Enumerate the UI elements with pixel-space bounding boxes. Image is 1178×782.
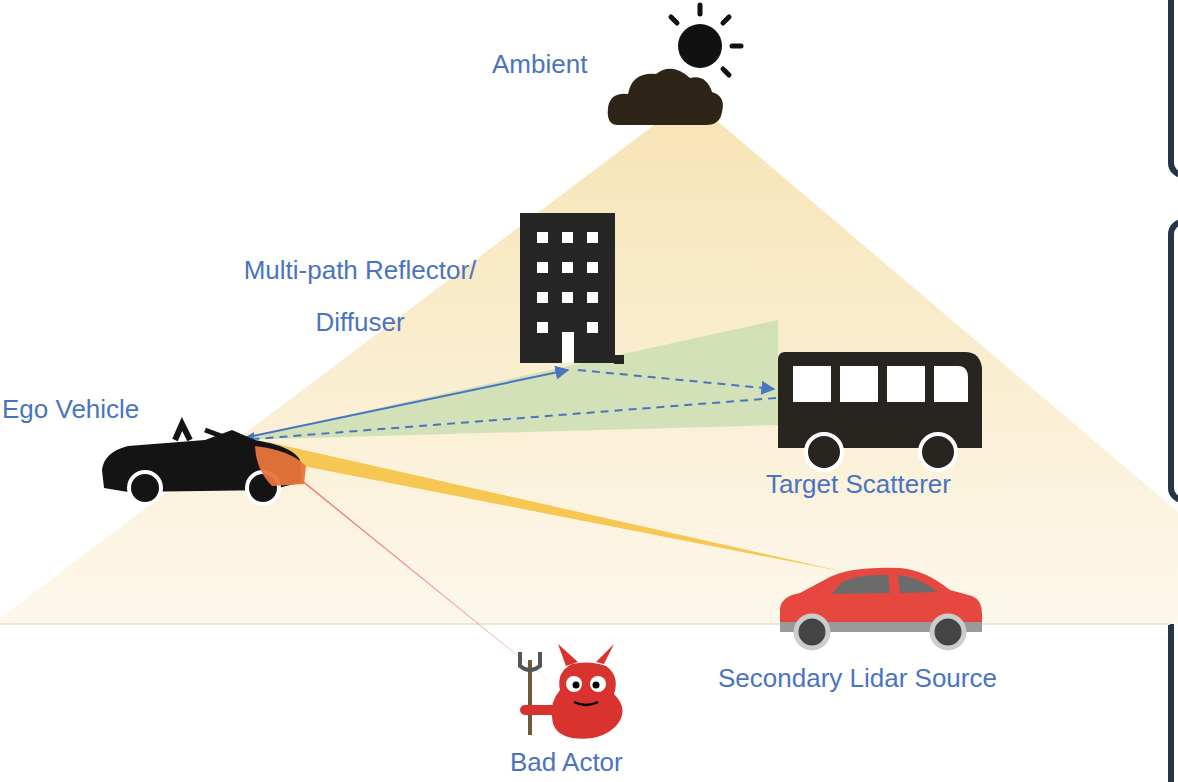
red-car-icon bbox=[780, 568, 982, 648]
devil-icon bbox=[520, 644, 623, 739]
target-label: Target Scatterer bbox=[766, 468, 951, 500]
ego-car-icon bbox=[102, 424, 306, 504]
ego-vehicle-label: Ego Vehicle bbox=[2, 393, 139, 425]
ambient-label: Ambient bbox=[492, 48, 587, 80]
building-icon bbox=[520, 213, 624, 364]
weather-icon bbox=[608, 5, 741, 125]
reflector-label: Multi-path Reflector/ Diffuser bbox=[200, 244, 520, 348]
secondary-lidar-label: Secondary Lidar Source bbox=[718, 662, 997, 694]
bus-icon bbox=[778, 352, 982, 470]
bad-actor-label: Bad Actor bbox=[510, 746, 623, 778]
